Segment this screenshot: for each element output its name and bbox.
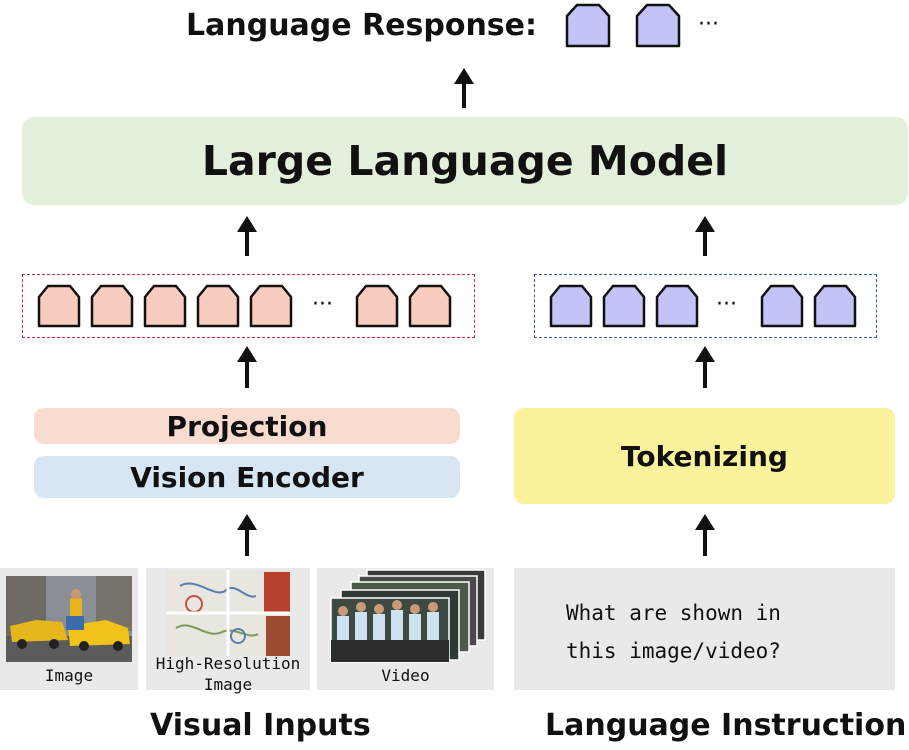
instruction-line-1: What are shown in: [566, 601, 781, 625]
token-icon: [602, 284, 646, 328]
vision-encoder-block: Vision Encoder: [34, 456, 460, 498]
token-icon: [760, 284, 804, 328]
highres-thumbnail: [166, 570, 290, 656]
large-language-model-block: Large Language Model: [22, 117, 908, 205]
token-icon: [549, 284, 593, 328]
response-tokens: [565, 3, 681, 48]
llm-label: Large Language Model: [201, 137, 729, 185]
visual-tokens: [37, 284, 452, 328]
visual-inputs-label: Visual Inputs: [150, 708, 371, 743]
token-icon: [635, 3, 681, 48]
video-input-panel: Video: [317, 568, 494, 690]
arrow-up-icon: [454, 68, 474, 108]
highres-input-panel: High-Resolution Image: [146, 568, 310, 694]
arrow-up-icon: [237, 346, 257, 388]
projection-block: Projection: [34, 408, 460, 444]
token-icon: [565, 3, 611, 48]
text-token-sequence: [534, 274, 877, 338]
visual-token-sequence: [22, 274, 475, 338]
arrow-up-icon: [695, 514, 715, 556]
tokenizing-block: Tokenizing: [514, 408, 895, 504]
arrow-up-icon: [695, 346, 715, 388]
language-response-label: Language Response:: [186, 8, 538, 43]
highres-caption-line2: Image: [203, 675, 253, 694]
vision-encoder-label: Vision Encoder: [130, 460, 364, 494]
token-icon: [813, 284, 857, 328]
arrow-up-icon: [237, 216, 257, 256]
image-input-panel: Image: [0, 568, 138, 690]
image-caption: Image: [44, 666, 94, 685]
video-caption: Video: [381, 666, 430, 685]
instruction-line-2: this image/video?: [566, 639, 781, 663]
projection-label: Projection: [166, 409, 328, 443]
token-icon: [249, 284, 293, 328]
text-tokens: [549, 284, 857, 328]
token-icon: [90, 284, 134, 328]
token-icon: [408, 284, 452, 328]
tokenizing-label: Tokenizing: [621, 439, 788, 473]
text-token-ellipsis: ···: [716, 292, 737, 317]
token-icon: [655, 284, 699, 328]
arrow-up-icon: [237, 514, 257, 556]
token-icon: [37, 284, 81, 328]
video-frames-thumbnail: [330, 569, 486, 663]
token-icon: [143, 284, 187, 328]
arrow-up-icon: [695, 216, 715, 256]
response-ellipsis: ···: [698, 12, 719, 37]
image-thumbnail: [6, 576, 132, 662]
visual-token-ellipsis: ···: [312, 292, 333, 317]
token-icon: [196, 284, 240, 328]
highres-caption-line1: High-Resolution: [155, 654, 301, 673]
instruction-input-panel: What are shown in this image/video?: [514, 568, 895, 690]
language-instruction-label: Language Instruction: [545, 708, 907, 743]
token-icon: [355, 284, 399, 328]
